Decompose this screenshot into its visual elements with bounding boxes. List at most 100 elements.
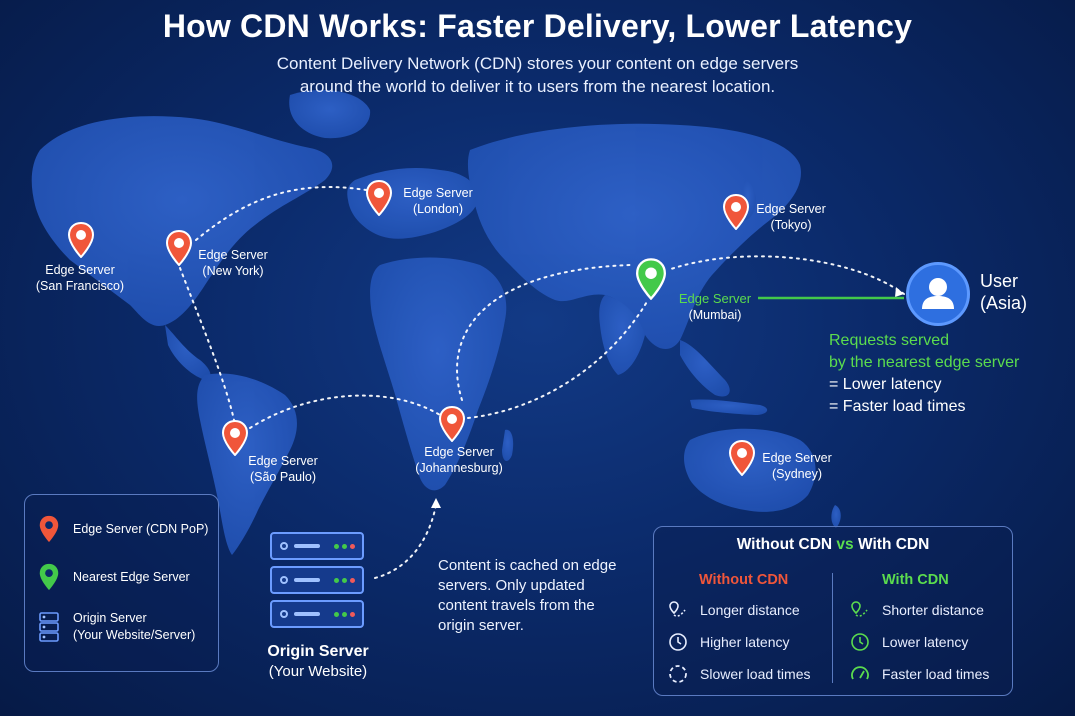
label-johannesburg: Edge Server (Johannesburg) xyxy=(408,444,510,476)
route-saopaulo-johannesburg xyxy=(249,394,441,429)
without-row: Longer distance xyxy=(668,600,800,620)
without-row: Slower load times xyxy=(668,664,811,684)
route-newyork-saopaulo xyxy=(179,267,235,421)
legend-origin: Origin Server (Your Website/Server) xyxy=(39,610,195,644)
label-san-francisco: Edge Server (San Francisco) xyxy=(20,262,140,294)
label-new-york: Edge Server (New York) xyxy=(192,247,274,279)
pin-icon-san-francisco[interactable] xyxy=(68,222,94,258)
label-sao-paulo: Edge Server (São Paulo) xyxy=(242,453,324,485)
route-newyork-london xyxy=(195,186,367,241)
note-line-2: by the nearest edge server xyxy=(829,354,1020,371)
green-pin-icon xyxy=(39,563,59,591)
legend-nearest: Nearest Edge Server xyxy=(39,563,190,591)
clock-icon-green xyxy=(850,632,870,652)
with-row-label: Faster load times xyxy=(882,666,990,682)
with-row: Lower latency xyxy=(850,632,968,652)
origin-server-icon[interactable] xyxy=(270,532,366,634)
edge-name: Edge Server xyxy=(678,291,752,306)
edge-city: (Johannesburg) xyxy=(415,461,503,475)
continent-australia xyxy=(684,428,816,512)
speedometer-icon xyxy=(850,664,870,684)
label-sydney: Edge Server (Sydney) xyxy=(757,450,837,482)
user-avatar[interactable] xyxy=(906,262,970,326)
edge-name: Edge Server xyxy=(756,202,826,216)
user-icon xyxy=(922,278,954,309)
comparison-title-a: Without CDN xyxy=(736,536,833,553)
loading-spinner-icon xyxy=(668,664,688,684)
edge-city: (London) xyxy=(412,202,464,216)
edge-name: Edge Server xyxy=(403,186,473,200)
origin-server-title: Origin Server xyxy=(267,643,369,660)
nearest-note: Requests served by the nearest edge serv… xyxy=(829,330,1019,418)
with-row: Shorter distance xyxy=(850,600,984,620)
edge-city: (São Paulo) xyxy=(249,470,316,484)
comparison-title: Without CDN vs With CDN xyxy=(654,536,1012,554)
label-mumbai: Edge Server (Mumbai) xyxy=(672,291,758,323)
continent-asia xyxy=(467,123,801,350)
edge-city: (Tokyo) xyxy=(770,218,812,232)
pin-icon-sydney[interactable] xyxy=(729,440,755,476)
continent-south-america xyxy=(197,373,297,555)
clock-icon xyxy=(668,632,688,652)
user-region: (Asia) xyxy=(980,293,1028,313)
continent-central-america xyxy=(165,325,211,380)
route-arrowhead-origin xyxy=(431,498,441,508)
pin-icon-mumbai-nearest[interactable] xyxy=(636,258,666,300)
pin-icon-tokyo[interactable] xyxy=(723,194,749,230)
without-row-label: Longer distance xyxy=(700,602,800,618)
edge-name: Edge Server xyxy=(45,263,115,277)
server-stack-icon xyxy=(39,612,59,642)
pin-icon-sao-paulo[interactable] xyxy=(222,420,248,456)
route-origin-africa xyxy=(374,504,437,579)
edge-city: (San Francisco) xyxy=(35,279,125,293)
continent-africa xyxy=(370,257,507,491)
edge-name: Edge Server xyxy=(248,454,318,468)
subtitle-line-2: around the world to deliver it to users … xyxy=(299,77,776,96)
note-line-3: = Lower latency xyxy=(829,376,942,393)
edge-name: Edge Server xyxy=(424,445,494,459)
note-line-1: Requests served xyxy=(829,332,950,349)
label-tokyo: Edge Server (Tokyo) xyxy=(752,201,830,233)
user-name: User xyxy=(980,271,1019,291)
region-india xyxy=(599,295,645,375)
without-row-label: Slower load times xyxy=(700,666,811,682)
continent-greenland xyxy=(289,90,371,139)
comparison-divider xyxy=(832,573,833,683)
pin-icon-new-york[interactable] xyxy=(166,230,192,266)
pin-icon-london[interactable] xyxy=(366,180,392,216)
route-icon xyxy=(668,600,688,620)
route-icon-green xyxy=(850,600,870,620)
subtitle-line-1: Content Delivery Network (CDN) stores yo… xyxy=(276,54,799,73)
legend-origin-label: Origin Server (Your Website/Server) xyxy=(73,610,195,644)
legend-origin-line-1: Origin Server xyxy=(73,611,147,625)
red-pin-icon xyxy=(39,515,59,543)
pin-icon-johannesburg[interactable] xyxy=(439,406,465,442)
with-cdn-header: With CDN xyxy=(882,572,949,588)
with-row-label: Lower latency xyxy=(882,634,969,650)
with-row-label: Shorter distance xyxy=(882,602,984,618)
route-johannesburg-north xyxy=(456,264,631,401)
origin-server-subtitle: (Your Website) xyxy=(268,663,368,680)
note-line-4: = Faster load times xyxy=(829,398,966,415)
edge-name: Edge Server xyxy=(762,451,832,465)
route-arrowhead-user xyxy=(895,287,904,297)
without-row-label: Higher latency xyxy=(700,634,790,650)
edge-city: (New York) xyxy=(202,264,264,278)
cache-note: Content is cached on edge servers. Only … xyxy=(438,557,617,634)
legend-origin-line-2: (Your Website/Server) xyxy=(73,628,196,642)
region-southeast-asia xyxy=(680,340,730,397)
islands-indonesia xyxy=(690,399,768,415)
legend-edge: Edge Server (CDN PoP) xyxy=(39,515,208,543)
with-row: Faster load times xyxy=(850,664,989,684)
comparison-title-vs: vs xyxy=(836,536,854,553)
user-label: User (Asia) xyxy=(980,270,1027,314)
legend-edge-label: Edge Server (CDN PoP) xyxy=(73,521,209,536)
comparison-box: Without CDN vs With CDN Without CDN With… xyxy=(653,526,1013,696)
island-madagascar xyxy=(502,429,514,462)
edge-city: (Mumbai) xyxy=(688,308,742,322)
legend-nearest-label: Nearest Edge Server xyxy=(73,569,190,584)
continent-north-america xyxy=(31,116,333,326)
route-user-mumbai xyxy=(667,255,905,295)
without-row: Higher latency xyxy=(668,632,790,652)
